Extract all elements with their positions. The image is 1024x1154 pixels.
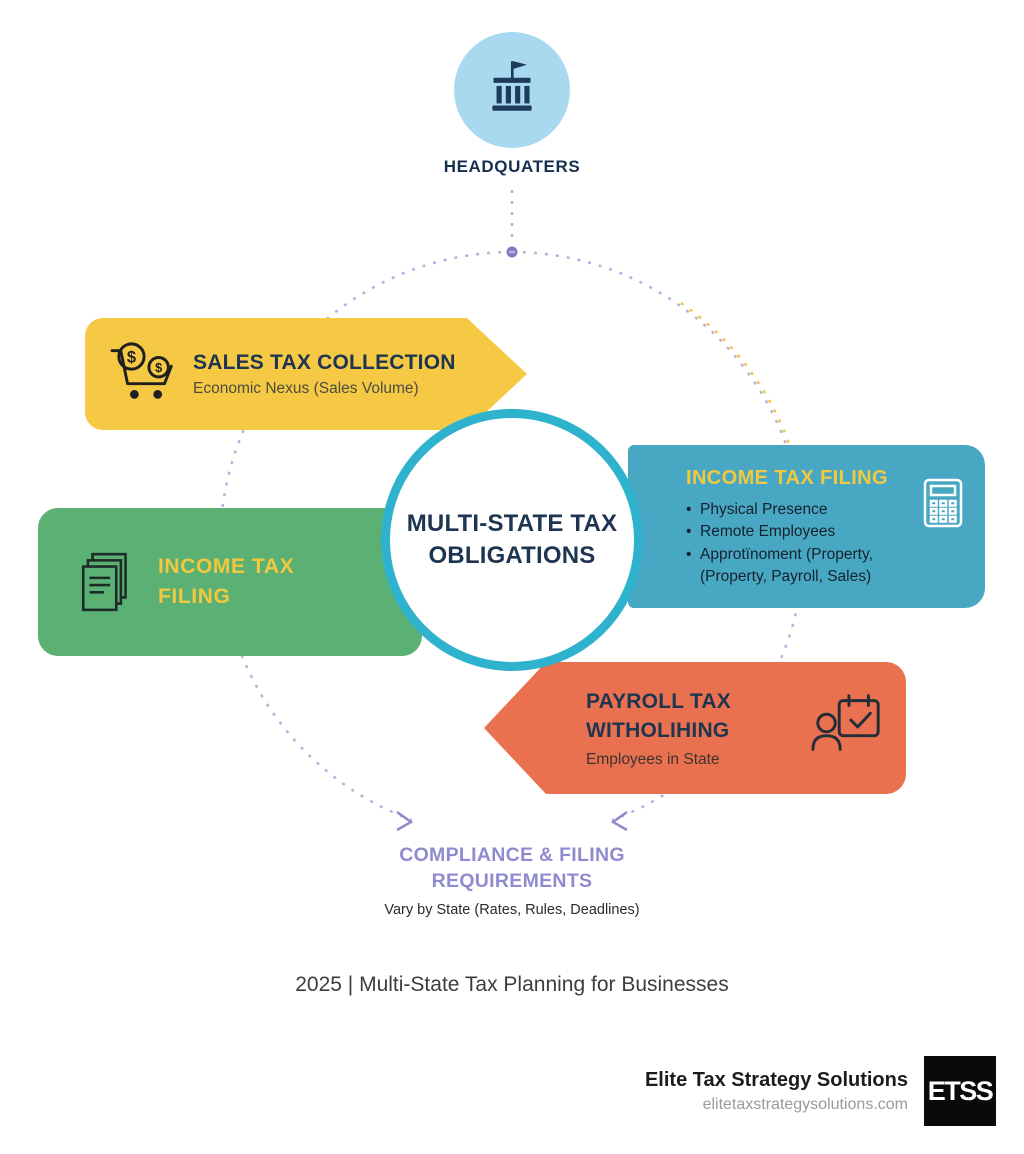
central-obligations-node: MULTI-STATE TAX OBLIGATIONS — [381, 409, 643, 671]
income-tax-filing-right-title: INCOME TAX FILING — [686, 467, 888, 489]
sales-tax-subtitle: Economic Nexus (Sales Volume) — [193, 379, 419, 397]
arrowhead-left-icon — [396, 810, 414, 832]
central-title-line1: MULTI-STATE TAX — [406, 509, 618, 537]
payroll-tax-subtitle: Employees in State — [586, 751, 720, 769]
etss-logo: ETSS — [924, 1056, 996, 1126]
sales-tax-banner: $ $ SALES TAX COLLECTION Economic Nexus … — [85, 318, 527, 430]
payroll-title-line1: PAYROLL TAX — [586, 689, 731, 713]
sales-tax-text: SALES TAX COLLECTION Economic Nexus (Sal… — [193, 351, 456, 398]
headquarters-node — [454, 32, 570, 148]
shopping-cart-dollar-icon: $ $ — [101, 340, 193, 408]
payroll-tax-title: PAYROLL TAX WITHOLIHING — [586, 687, 731, 746]
bullet-glyph: • — [686, 545, 692, 563]
bullet-glyph: • — [686, 523, 692, 541]
compliance-block: COMPLIANCE & FILING REQUIREMENTS Vary by… — [312, 842, 712, 918]
bullet-item: • Physical Presence — [686, 499, 967, 521]
bullet-item: • Remote Employees — [686, 521, 967, 543]
footer: Elite Tax Strategy Solutions elitetaxstr… — [645, 1056, 996, 1126]
payroll-title-line2: WITHOLIHING — [586, 719, 730, 742]
arrowhead-right-icon — [610, 810, 628, 832]
footer-website: elitetaxstrategysolutions.com — [702, 1095, 908, 1113]
compliance-title: COMPLIANCE & FILING REQUIREMENTS — [312, 842, 712, 895]
svg-text:ETSS: ETSS — [928, 1076, 993, 1106]
compliance-subtitle: Vary by State (Rates, Rules, Deadlines) — [384, 901, 640, 918]
compliance-title-line1: COMPLIANCE & FILING — [399, 844, 625, 866]
svg-text:$: $ — [127, 348, 136, 366]
footer-text: Elite Tax Strategy Solutions elitetaxstr… — [645, 1069, 908, 1114]
bullet-text: Remote Employees — [700, 523, 836, 541]
bullet-text: Physical Presence — [700, 501, 828, 518]
caption: 2025 | Multi-State Tax Planning for Busi… — [295, 973, 729, 996]
dashed-ring-left-arc — [218, 250, 513, 822]
documents-stack-icon — [58, 549, 158, 615]
calculator-icon — [921, 477, 965, 534]
bank-building-icon — [479, 55, 545, 126]
central-title: MULTI-STATE TAX OBLIGATIONS — [407, 508, 618, 573]
payroll-tax-banner: PAYROLL TAX WITHOLIHING Employees in Sta… — [484, 662, 906, 794]
bullet-text: Approtïnoment (Property, — [700, 545, 873, 563]
footer-company-name: Elite Tax Strategy Solutions — [644, 1068, 908, 1091]
income-tax-filing-left-title: INCOME TAX FILING — [158, 552, 294, 613]
bullet-item: • Approtïnoment (Property, — [686, 544, 967, 566]
income-tax-filing-bullet-list: • Physical Presence • Remote Employees •… — [686, 499, 967, 589]
income-left-line1: INCOME TAX — [158, 554, 295, 578]
compliance-title-line2: REQUIREMENTS — [431, 870, 593, 893]
income-left-line2: FILING — [158, 585, 231, 608]
income-tax-filing-right-banner: INCOME TAX FILING • Physical Presence • … — [628, 445, 985, 608]
payroll-tax-text: PAYROLL TAX WITHOLIHING Employees in Sta… — [586, 687, 731, 770]
income-tax-filing-left-banner: INCOME TAX FILING — [38, 508, 422, 656]
headquarters-label: HEADQUATERS — [443, 157, 581, 176]
sales-tax-title: SALES TAX COLLECTION — [193, 350, 456, 374]
svg-text:$: $ — [155, 361, 162, 375]
bullet-continuation: (Property, Payroll, Sales) — [700, 568, 872, 586]
person-calendar-check-icon — [810, 692, 884, 761]
bullet-glyph: • — [686, 501, 692, 518]
central-title-line2: OBLIGATIONS — [428, 542, 596, 569]
